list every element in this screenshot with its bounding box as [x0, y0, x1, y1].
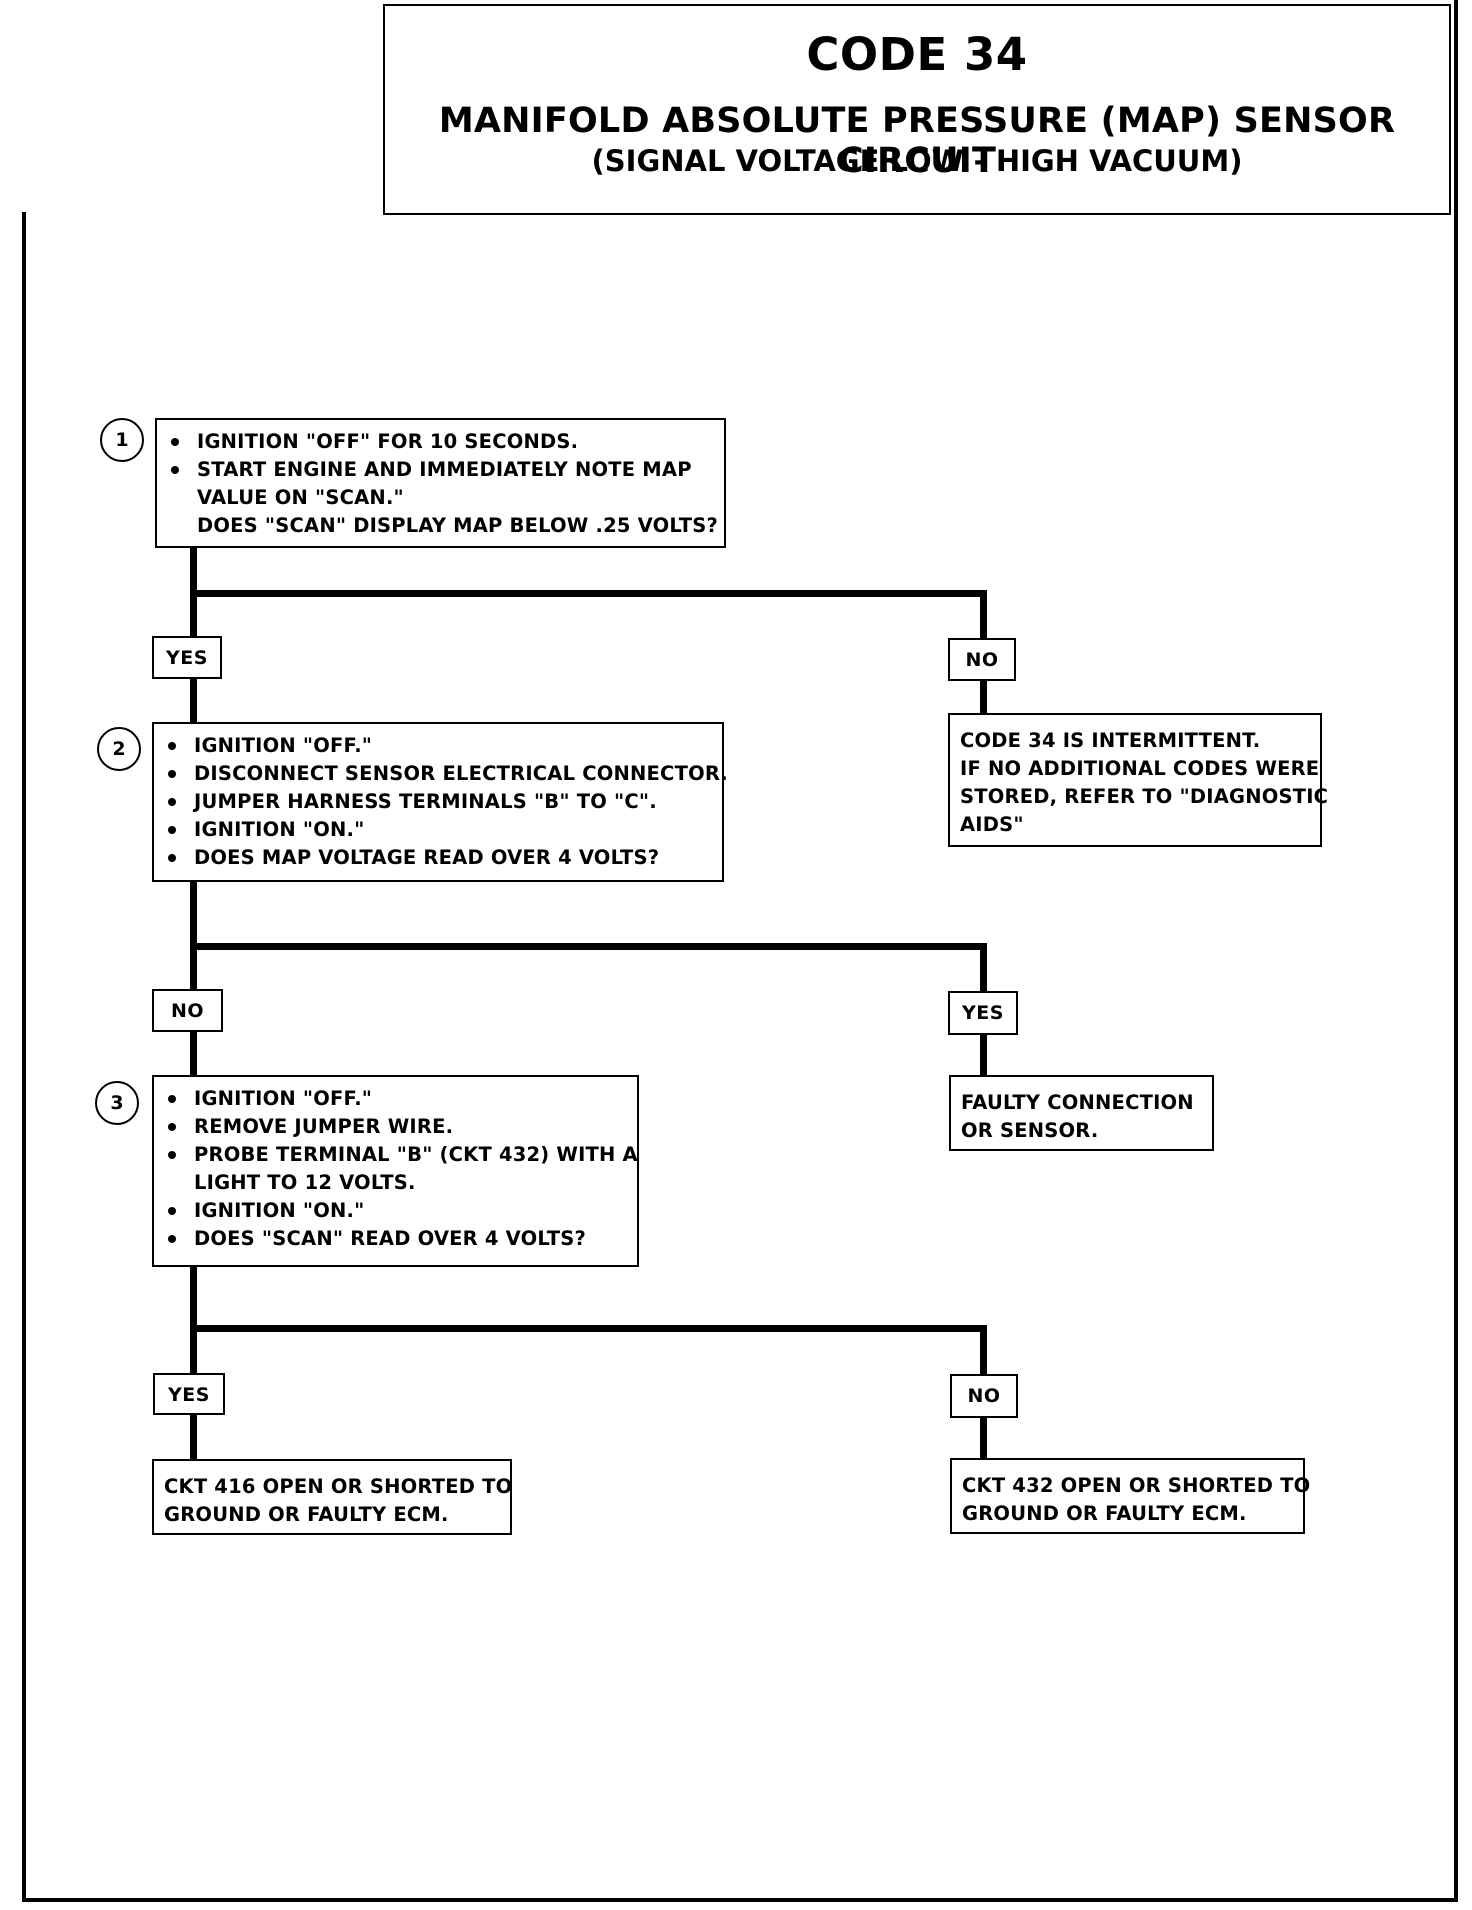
connector-step3-branch — [190, 1325, 987, 1332]
step-2-text-2: DISCONNECT SENSOR ELECTRICAL CONNECTOR. — [194, 762, 729, 785]
connector-step2-branch — [190, 943, 987, 950]
bullet-icon — [168, 1151, 176, 1159]
step-3-line-2: REMOVE JUMPER WIRE. — [162, 1113, 627, 1141]
step-3-box: IGNITION "OFF." REMOVE JUMPER WIRE. PROB… — [152, 1075, 639, 1267]
result-faulty-line-1: FAULTY CONNECTION — [961, 1091, 1194, 1114]
step-1-line-3: VALUE ON "SCAN." — [197, 486, 404, 509]
bullet-icon — [168, 798, 176, 806]
connector-step1-branch — [190, 590, 987, 597]
step-1-box: IGNITION "OFF" FOR 10 SECONDS. START ENG… — [155, 418, 726, 548]
circuit-title: MANIFOLD ABSOLUTE PRESSURE (MAP) SENSOR … — [438, 101, 1396, 181]
step-3-text-3: PROBE TERMINAL "B" (CKT 432) WITH A — [194, 1143, 638, 1166]
connector-yes2-to-result — [980, 1033, 987, 1077]
step-2-number: 2 — [97, 727, 141, 771]
connector-step3-down — [190, 1265, 197, 1377]
result-ckt432-line-2: GROUND OR FAULTY ECM. — [962, 1502, 1247, 1525]
bullet-icon — [168, 770, 176, 778]
bullet-icon — [168, 1123, 176, 1131]
result-faulty-line-2: OR SENSOR. — [961, 1119, 1099, 1142]
step-1-number: 1 — [100, 418, 144, 462]
connector-yes3-to-result — [190, 1412, 197, 1462]
code-title: CODE 34 — [806, 28, 1028, 81]
step-1-line-4: DOES "SCAN" DISPLAY MAP BELOW .25 VOLTS? — [197, 514, 719, 537]
step-3-line-1: IGNITION "OFF." — [162, 1085, 627, 1113]
bullet-icon — [171, 466, 179, 474]
frame-right-border — [1454, 0, 1458, 1902]
step-1-no-label: NO — [948, 638, 1016, 681]
step-3-yes-label: YES — [153, 1373, 225, 1415]
bullet-icon — [168, 1095, 176, 1103]
connector-no1-to-result — [980, 680, 987, 715]
bullet-icon — [168, 826, 176, 834]
result-intermittent-box: CODE 34 IS INTERMITTENT. IF NO ADDITIONA… — [948, 713, 1329, 847]
connector-step1-right-down — [980, 590, 987, 640]
title-box: CODE 34 MANIFOLD ABSOLUTE PRESSURE (MAP)… — [383, 4, 1451, 215]
connector-step2-down — [190, 880, 197, 990]
result-ckt416-line-1: CKT 416 OPEN OR SHORTED TO — [164, 1475, 513, 1498]
step-1-yes-label: YES — [152, 636, 222, 679]
connector-yes1-to-step2 — [190, 677, 197, 725]
connector-no2-to-step3 — [190, 1030, 197, 1078]
step-3-line-5: IGNITION "ON." — [162, 1197, 627, 1225]
frame-left-border — [22, 212, 26, 1902]
result-intermittent-line-2: IF NO ADDITIONAL CODES WERE — [960, 757, 1320, 780]
bullet-icon — [168, 1207, 176, 1215]
step-3-number: 3 — [95, 1081, 139, 1125]
step-1-line-1: IGNITION "OFF" FOR 10 SECONDS. — [165, 428, 714, 456]
step-2-line-5: DOES MAP VOLTAGE READ OVER 4 VOLTS? — [162, 844, 712, 872]
bullet-icon — [171, 438, 179, 446]
step-2-text-5: DOES MAP VOLTAGE READ OVER 4 VOLTS? — [194, 846, 660, 869]
result-intermittent-line-1: CODE 34 IS INTERMITTENT. — [960, 729, 1261, 752]
frame-bottom-border — [22, 1898, 1458, 1902]
step-2-line-4: IGNITION "ON." — [162, 816, 712, 844]
step-3-text-2: REMOVE JUMPER WIRE. — [194, 1115, 454, 1138]
step-2-text-3: JUMPER HARNESS TERMINALS "B" TO "C". — [194, 790, 657, 813]
step-2-text-1: IGNITION "OFF." — [194, 734, 373, 757]
result-ckt432-line-1: CKT 432 OPEN OR SHORTED TO — [962, 1474, 1311, 1497]
step-3-text-5: IGNITION "ON." — [194, 1199, 365, 1222]
result-ckt432-box: CKT 432 OPEN OR SHORTED TO GROUND OR FAU… — [950, 1458, 1311, 1534]
step-3-text-6: DOES "SCAN" READ OVER 4 VOLTS? — [194, 1227, 587, 1250]
step-1-text-1: IGNITION "OFF" FOR 10 SECONDS. — [197, 430, 579, 453]
result-faulty-connection-box: FAULTY CONNECTION OR SENSOR. — [949, 1075, 1214, 1151]
result-ckt416-box: CKT 416 OPEN OR SHORTED TO GROUND OR FAU… — [152, 1459, 512, 1535]
step-3-text-1: IGNITION "OFF." — [194, 1087, 373, 1110]
connector-step2-right-down — [980, 943, 987, 993]
result-ckt416-line-2: GROUND OR FAULTY ECM. — [164, 1503, 449, 1526]
bullet-icon — [168, 742, 176, 750]
step-3-line-3: PROBE TERMINAL "B" (CKT 432) WITH A — [162, 1141, 638, 1169]
step-2-text-4: IGNITION "ON." — [194, 818, 365, 841]
step-2-line-2: DISCONNECT SENSOR ELECTRICAL CONNECTOR. — [162, 760, 728, 788]
connector-no3-to-result — [980, 1415, 987, 1461]
step-1-text-2: START ENGINE AND IMMEDIATELY NOTE MAP — [197, 458, 692, 481]
step-2-box: IGNITION "OFF." DISCONNECT SENSOR ELECTR… — [152, 722, 728, 882]
step-2-line-3: JUMPER HARNESS TERMINALS "B" TO "C". — [162, 788, 712, 816]
result-intermittent-line-3: STORED, REFER TO "DIAGNOSTIC — [960, 785, 1329, 808]
connector-step3-right-down — [980, 1325, 987, 1377]
bullet-icon — [168, 1235, 176, 1243]
circuit-subtitle: (SIGNAL VOLTAGE LOW - HIGH VACUUM) — [591, 144, 1243, 178]
result-intermittent-line-4: AIDS" — [960, 813, 1024, 836]
step-1-line-2: START ENGINE AND IMMEDIATELY NOTE MAP — [165, 456, 714, 484]
bullet-icon — [168, 854, 176, 862]
step-3-line-4: LIGHT TO 12 VOLTS. — [194, 1171, 416, 1194]
step-2-line-1: IGNITION "OFF." — [162, 732, 712, 760]
step-3-no-label: NO — [950, 1374, 1018, 1418]
step-3-line-6: DOES "SCAN" READ OVER 4 VOLTS? — [162, 1225, 627, 1253]
step-2-no-label: NO — [152, 989, 223, 1032]
step-2-yes-label: YES — [948, 991, 1018, 1035]
